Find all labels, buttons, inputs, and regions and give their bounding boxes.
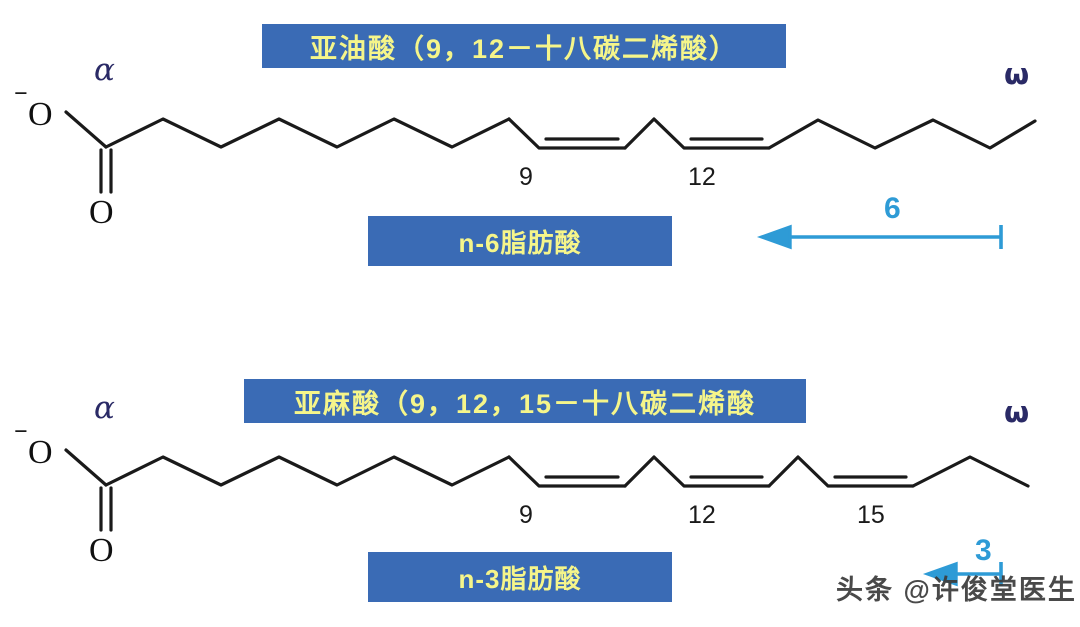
- molecule-2-position-label-12: 12: [688, 501, 716, 529]
- molecule-1-title-text: 亚油酸（9，12－十八碳二烯酸）: [309, 33, 739, 64]
- molecule-2-class-banner: n-3脂肪酸: [368, 552, 672, 602]
- molecule-1-position-label-12: 12: [688, 163, 716, 191]
- molecule-2-omega-count-label: 3: [975, 534, 992, 567]
- molecule-2-charge-sign: −: [14, 419, 28, 445]
- molecule-2-title-banner: 亚麻酸（9，12，15－十八碳二烯酸: [244, 379, 806, 423]
- molecule-2-carbonyl-oxygen: O: [89, 532, 114, 569]
- molecule-2-alpha-label: α: [94, 390, 115, 426]
- molecule-1-alpha-label: α: [94, 52, 115, 88]
- molecule-1-omega-count-label: 6: [884, 192, 901, 225]
- watermark-text: 头条 @许俊堂医生: [836, 575, 1077, 605]
- molecule-2-position-label-15: 15: [857, 501, 885, 529]
- molecule-1-class-text: n-6脂肪酸: [458, 227, 582, 258]
- molecule-1-omega-label: ω: [1004, 57, 1030, 91]
- molecule-1-position-label-9: 9: [519, 163, 533, 191]
- molecule-1-charge-sign: −: [14, 81, 28, 107]
- molecule-1-title-banner: 亚油酸（9，12－十八碳二烯酸）: [262, 24, 786, 68]
- molecule-2-position-label-9: 9: [519, 501, 533, 529]
- molecule-2-class-text: n-3脂肪酸: [458, 563, 582, 594]
- molecule-1-class-banner: n-6脂肪酸: [368, 216, 672, 266]
- molecule-2-title-text: 亚麻酸（9，12，15－十八碳二烯酸: [293, 388, 757, 419]
- molecule-2-carboxylate-oxygen: O: [28, 434, 53, 471]
- molecule-1-carboxylate-oxygen: O: [28, 96, 53, 133]
- molecule-1-carbonyl-oxygen: O: [89, 194, 114, 231]
- molecule-2-omega-label: ω: [1004, 395, 1030, 429]
